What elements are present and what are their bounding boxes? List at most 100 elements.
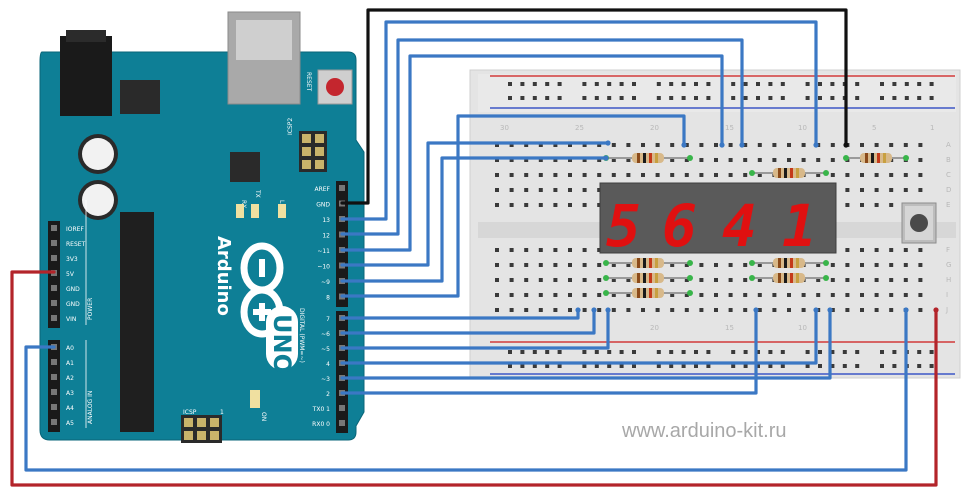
watermark: www.arduino-kit.ru [621,420,787,442]
breadboard-hole [509,248,514,252]
breadboard-hole [757,158,762,162]
bb-col-15-top: 15 [725,124,734,132]
breadboard-hole [756,82,760,86]
breadboard-hole [918,293,923,297]
breadboard-hole [830,293,835,297]
breadboard-hole [681,82,686,86]
breadboard-hole [495,158,499,162]
digital-header-top-pin-label: ~9 [321,279,330,286]
breadboard-hole [669,350,674,354]
wire-pin-6-end [591,307,597,313]
breadboard-hole [597,263,602,267]
breadboard-hole [801,308,806,312]
breadboard-hole [656,96,661,100]
digital-header-top-pin-label: 8 [326,295,330,302]
breadboard-hole [670,173,675,177]
breadboard-hole [889,248,894,252]
resistor-6-band [649,288,652,298]
breadboard-hole [830,173,835,177]
breadboard-hole [743,82,748,86]
on-led-label: ON [260,412,267,421]
breadboard-hole [553,278,558,282]
bb-row-f: F [946,246,950,254]
breadboard-hole [557,350,562,354]
breadboard-hole [845,173,850,177]
breadboard-hole [597,143,602,147]
breadboard-hole [830,143,835,147]
breadboard-hole [524,158,529,162]
breadboard-hole [611,158,616,162]
breadboard-hole [684,278,689,282]
breadboard-hole [597,203,602,207]
resistor-3-body [860,153,892,163]
breadboard-hole [545,96,550,100]
breadboard-hole [728,158,733,162]
breadboard-hole [611,173,616,177]
breadboard-hole [670,293,675,297]
bb-row-j: J [945,306,948,314]
arduino-brand-text: Arduino [213,236,234,316]
breadboard-hole [714,173,718,177]
breadboard-hole [699,173,704,177]
power-header-pin [51,255,57,261]
icsp2-pin [302,134,311,143]
breadboard-hole [699,278,704,282]
power-header-pin-label: RESET [66,241,86,248]
breadboard-hole [889,278,894,282]
breadboard-hole [903,278,908,282]
digital-header-bottom-pin-label: ~6 [321,331,330,338]
breadboard-hole [509,203,514,207]
digital-header-bottom-pin-label: 4 [326,361,330,368]
bb-row-g: G [946,261,951,269]
breadboard-hole [545,350,550,354]
breadboard-hole [816,263,821,267]
breadboard-hole [772,143,777,147]
analog-header-pin-label: A3 [66,390,74,397]
breadboard-hole [656,82,661,86]
breadboard-hole [743,96,748,100]
seven-segment-display: 5 6 4 1 [599,182,837,260]
breadboard-hole [619,82,624,86]
breadboard-hole [684,143,689,147]
breadboard-hole [597,308,602,312]
breadboard-hole [903,263,908,267]
breadboard-hole [524,278,529,282]
resistor-8-body [773,273,805,283]
resistor-3-pad-right [903,155,909,161]
resistors [603,153,909,298]
breadboard-hole [757,293,762,297]
resistor-8-band [784,273,787,283]
breadboard-hole [626,278,631,282]
breadboard-hole [889,203,894,207]
analog-header-pin [51,359,57,365]
breadboard-hole [780,350,785,354]
breadboard-hole [694,82,698,86]
uno-logo: UNO [266,306,298,374]
wire-pin-13-end [813,142,819,148]
breadboard-hole [568,263,572,267]
breadboard-hole [903,248,908,252]
breadboard-hole [818,350,822,354]
breadboard-hole [860,293,864,297]
breadboard-hole [731,364,736,368]
breadboard-hole [830,350,835,354]
breadboard-hole [706,364,711,368]
breadboard-hole [787,293,791,297]
breadboard-hole [892,82,897,86]
breadboard-hole [611,308,616,312]
resistor-2-band [790,168,793,178]
icsp2-pin [315,147,324,156]
breadboard-hole [731,82,736,86]
breadboard-hole [626,263,631,267]
bb-col-25-top: 25 [575,124,584,132]
breadboard-hole [495,293,499,297]
breadboard-hole [855,96,860,100]
uno-text: UNO [268,314,296,374]
wire-a0-end [903,307,909,313]
wire-pin-8 [340,114,686,298]
icsp2-pin [315,160,324,169]
breadboard-hole [874,248,879,252]
breadboard-hole [524,143,529,147]
breadboard-hole [632,82,636,86]
breadboard-hole [860,188,864,192]
